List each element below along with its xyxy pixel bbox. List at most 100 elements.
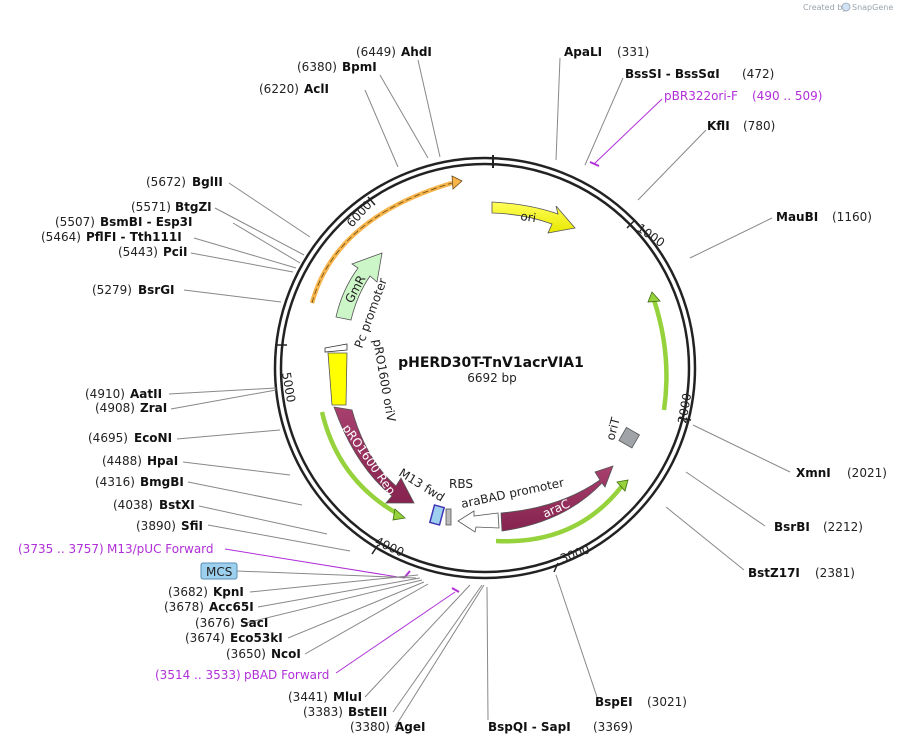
site-hpai-name[interactable]: HpaI [147, 454, 178, 468]
pbad-forward-primer[interactable] [451, 587, 460, 593]
leader-bsrgi [183, 289, 282, 303]
leader-maubi [689, 217, 773, 259]
site-pcii-name[interactable]: PciI [163, 245, 188, 259]
tick-mark-2000 [678, 417, 692, 421]
site-bsrgi-pos: (5279) [92, 283, 132, 297]
site-ahdi-name[interactable]: AhdI [401, 45, 432, 59]
site-mlui-pos: (3441) [288, 690, 328, 704]
site-aatii-name[interactable]: AatII [130, 387, 162, 401]
leader-aatii [168, 387, 277, 395]
arabad-promoter-feature[interactable] [457, 510, 500, 533]
site-xmni-name[interactable]: XmnI [796, 466, 831, 480]
leader-bsrbi [685, 471, 766, 527]
site-bsrbi-name[interactable]: BsrBI [774, 520, 810, 534]
mcs-leader [236, 570, 417, 579]
site-kfli-pos: (780) [743, 119, 775, 133]
site-bglii-name[interactable]: BglII [192, 175, 223, 189]
site-btgzi-pos: (5571) [131, 200, 171, 214]
leader-bglii [228, 182, 311, 238]
orit-feature[interactable] [618, 426, 640, 449]
leader-sfii [207, 524, 351, 552]
leader-acli [364, 89, 399, 168]
m13-puc-forward-name: M13/pUC Forward [107, 542, 214, 556]
leader-pcii [190, 252, 294, 273]
site-bpmi-name[interactable]: BpmI [342, 60, 377, 74]
leader-bmgbi [187, 481, 303, 506]
site-agei-name[interactable]: AgeI [395, 720, 425, 734]
rbs-label: RBS [449, 477, 473, 491]
site-apali-pos: (331) [617, 45, 649, 59]
site-zrai-pos: (4908) [95, 401, 135, 415]
leader-apali [555, 57, 561, 161]
site-bstz17i-name[interactable]: BstZ17I [748, 566, 800, 580]
site-bmgbi-name[interactable]: BmgBI [140, 475, 184, 489]
site-bpmi-pos: (6380) [297, 60, 337, 74]
pbr322ori-f-primer[interactable] [589, 161, 600, 167]
site-acli-pos: (6220) [259, 82, 299, 96]
site-mlui-name[interactable]: MluI [333, 690, 362, 704]
site-eco53ki-name[interactable]: Eco53kI [230, 631, 283, 645]
ori-feature[interactable] [491, 201, 576, 234]
m13-fwd-feature[interactable] [428, 504, 446, 526]
site-bsteii-name[interactable]: BstEII [348, 705, 387, 719]
tick-label-6000: 6000 [344, 198, 375, 230]
site-bsrgi-name[interactable]: BsrGI [138, 283, 175, 297]
pro1600-oriv-label: pRO1600 oriV [370, 338, 398, 424]
site-bsssi-name[interactable]: BssSI - BssSαI [625, 67, 720, 81]
site-sfii-name[interactable]: SfiI [181, 519, 203, 533]
pbr322ori-f-range: (490 .. 509) [752, 89, 822, 103]
site-econi-name[interactable]: EcoNI [134, 431, 172, 445]
site-kfli-name[interactable]: KflI [707, 119, 730, 133]
mcs-label: MCS [206, 565, 232, 579]
green-orf-right-feature[interactable] [651, 299, 669, 411]
site-bspqi-name[interactable]: BspQI - SapI [488, 720, 571, 734]
leader-bspei [555, 574, 598, 698]
site-btgzi-name[interactable]: BtgZI [175, 200, 212, 214]
green-orf-bottom-feature[interactable] [495, 484, 624, 544]
leader-ahdi [417, 59, 441, 158]
leader-btgzi [214, 207, 305, 256]
pro1600-rep-feature[interactable] [333, 406, 415, 504]
site-acli-name[interactable]: AclI [304, 82, 329, 96]
site-ncoi-name[interactable]: NcoI [271, 647, 301, 661]
site-bglii-pos: (5672) [146, 175, 186, 189]
backbone-inner [279, 162, 691, 574]
orange-orf-dash [311, 182, 453, 304]
site-bsteii-pos: (3383) [303, 705, 343, 719]
orit-label: oriT [603, 415, 623, 441]
plasmid-name: pHERD30T-TnV1acrVIA1 [398, 355, 584, 371]
tick-mark-3000 [553, 562, 559, 573]
leader-agei [394, 584, 485, 728]
site-bsmbi-name[interactable]: BsmBI - Esp3I [100, 215, 192, 229]
pc-promoter-feature[interactable] [324, 343, 348, 353]
site-ncoi-pos: (3650) [226, 647, 266, 661]
tick-label-1000: 1000 [634, 221, 667, 250]
site-kpni-name[interactable]: KpnI [213, 585, 244, 599]
site-eco53ki-pos: (3674) [185, 631, 225, 645]
tick-label-5000: 5000 [279, 371, 298, 404]
arac-feature[interactable] [500, 465, 614, 532]
site-bspei-name[interactable]: BspEI [595, 695, 633, 709]
site-bspqi-pos: (3369) [593, 720, 633, 734]
backbone-outer [273, 156, 697, 580]
pro1600-oriv-feature[interactable] [327, 352, 348, 406]
site-acc65i-name[interactable]: Acc65I [209, 600, 254, 614]
site-zrai-name[interactable]: ZraI [140, 401, 167, 415]
site-pflfi-name[interactable]: PflFI - Tth111I [86, 230, 182, 244]
site-saci-pos: (3676) [195, 616, 235, 630]
leader-bstz17i [665, 506, 745, 571]
orange-orf-arrowhead-icon [451, 175, 463, 190]
green-orf-left-feature[interactable] [319, 411, 400, 516]
rbs-feature[interactable] [445, 508, 452, 526]
site-xmni-pos: (2021) [847, 466, 887, 480]
m13-puc-forward-primer[interactable] [403, 570, 411, 579]
site-maubi-name[interactable]: MauBI [776, 210, 818, 224]
leader-eco53ki [287, 581, 425, 639]
site-apali-name[interactable]: ApaLI [564, 45, 602, 59]
site-bstxi-name[interactable]: BstXI [159, 498, 195, 512]
site-saci-name[interactable]: SacI [240, 616, 268, 630]
leader-acc65i [257, 577, 421, 608]
site-hpai-pos: (4488) [102, 454, 142, 468]
gmr-feature[interactable] [335, 252, 383, 321]
